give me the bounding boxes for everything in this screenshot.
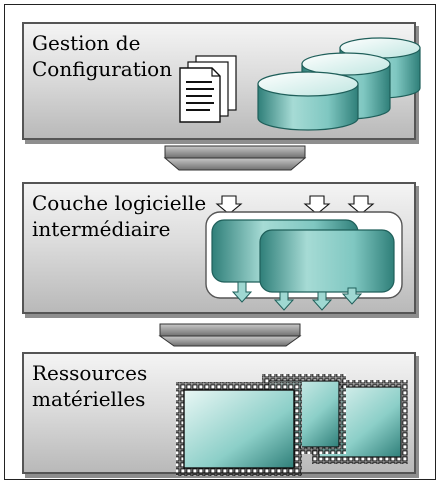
- middleware-block-front: [259, 229, 395, 293]
- layer-label-configuration: Gestion de Configuration: [32, 31, 173, 81]
- input-arrow-icon: [215, 195, 375, 215]
- connector-2-icon: [158, 323, 302, 347]
- layer-label-hardware: Ressources matérielles: [32, 361, 148, 411]
- layer-label-middleware: Couche logicielle intermédiaire: [32, 191, 207, 241]
- chip-front-icon: [176, 382, 302, 476]
- output-arrow-icon: [231, 281, 363, 311]
- connector-1-icon: [163, 145, 307, 171]
- documents-icon: [179, 55, 237, 123]
- database-cylinder-front-icon: [257, 71, 359, 131]
